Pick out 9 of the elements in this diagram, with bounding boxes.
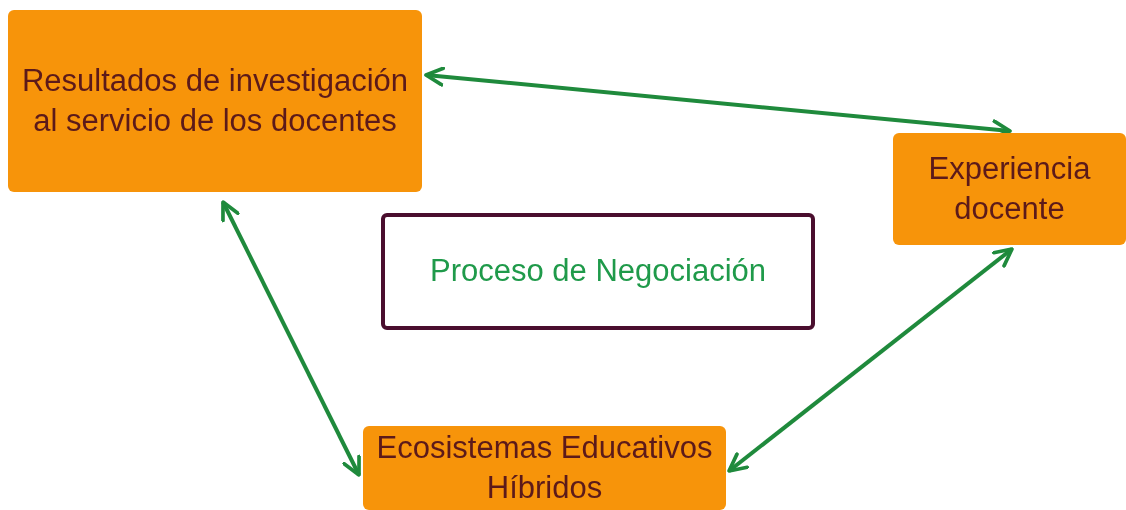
double-arrow: [727, 247, 1014, 473]
box-text: Resultados de investigación al servicio de los docentes: [21, 61, 409, 140]
topic-box: [893, 133, 1126, 245]
process-box: [381, 213, 815, 330]
box-text: Proceso de Negociación: [429, 252, 766, 291]
double-arrow: [221, 200, 361, 477]
topic-box: [8, 10, 422, 192]
box-text: Ecosistemas Educativos Híbridos: [375, 428, 714, 507]
box-text: Experiencia docente: [927, 149, 1092, 228]
